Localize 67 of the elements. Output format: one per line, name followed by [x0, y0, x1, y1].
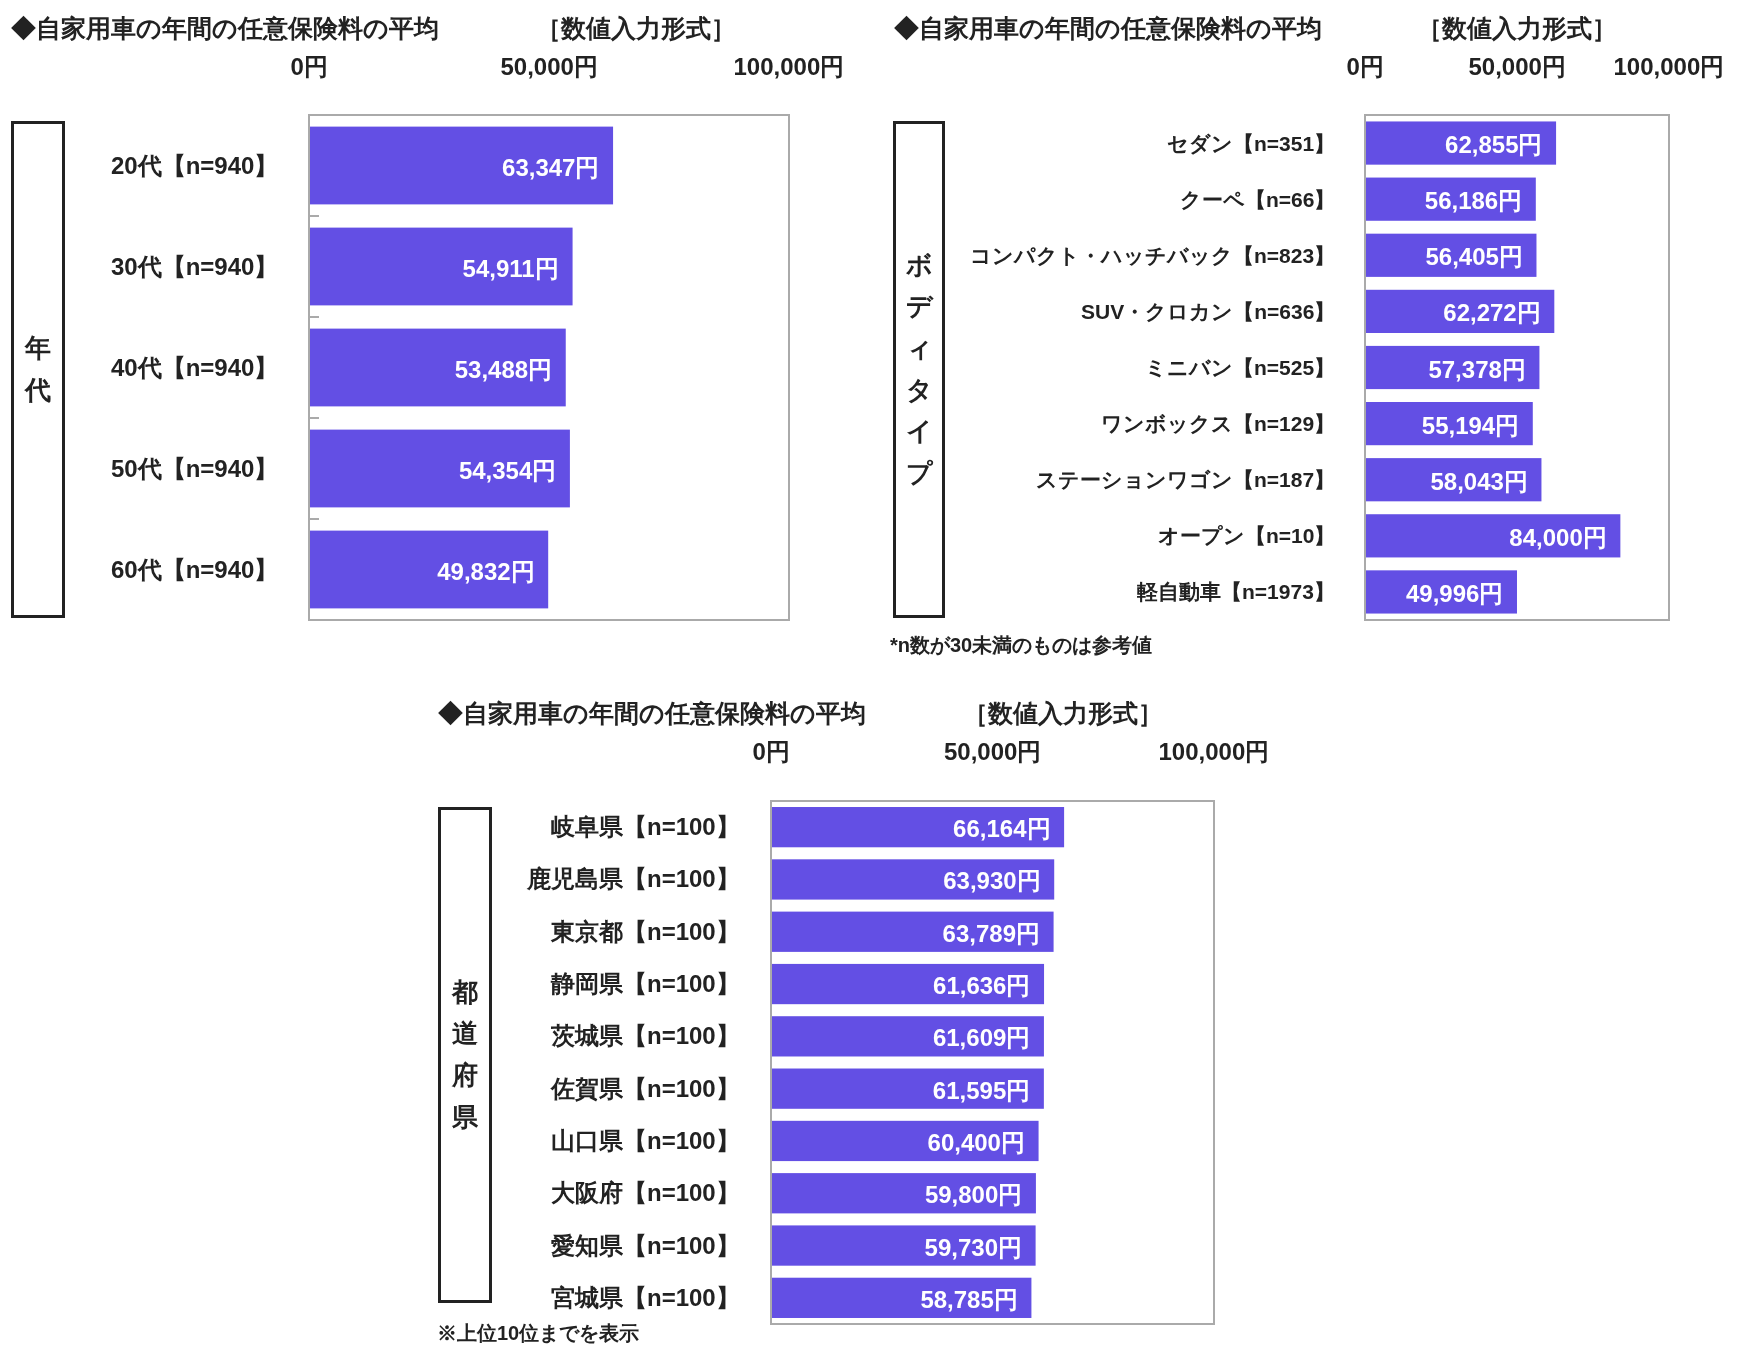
category-box: ボディタイプ — [893, 121, 945, 618]
footnote: ※上位10位までを表示 — [437, 1323, 640, 1343]
tick-label: 0円 — [1346, 55, 1384, 79]
format-note: ［数値入力形式］ — [536, 15, 736, 41]
category-label: 東京都【n=100】 — [551, 919, 740, 944]
category-label: ミニバン【n=525】 — [1145, 357, 1336, 378]
tick-label: 0円 — [752, 740, 790, 764]
value-label: 61,609円 — [932, 1026, 1031, 1051]
category-box: 都道府県 — [438, 807, 492, 1303]
category-label: ステーションワゴン【n=187】 — [1036, 469, 1336, 491]
value-label: 63,930円 — [943, 869, 1041, 894]
tick-label: 50,000円 — [944, 740, 1042, 764]
value-label: 54,911円 — [462, 256, 559, 281]
value-label: 60,400円 — [927, 1130, 1025, 1155]
category-box: 年代 — [11, 121, 65, 618]
format-note: ［数値入力形式］ — [1417, 15, 1617, 41]
tick-label: 0円 — [290, 55, 328, 79]
value-label: 62,855円 — [1445, 133, 1543, 158]
value-label: 58,043円 — [1430, 469, 1528, 494]
value-label: 55,194円 — [1421, 413, 1520, 438]
value-label: 66,164円 — [953, 817, 1051, 842]
category-label: 佐賀県【n=100】 — [551, 1076, 740, 1101]
category-label: 60代【n=940】 — [111, 557, 279, 582]
chart-title: ◆自家用車の年間の任意保険料の平均 — [438, 700, 866, 726]
value-label: 84,000円 — [1509, 525, 1607, 550]
category-label: ワンボックス【n=129】 — [1101, 413, 1336, 435]
tick-label: 100,000円 — [1158, 740, 1270, 764]
value-label: 49,832円 — [437, 559, 535, 584]
tick-label: 100,000円 — [1613, 55, 1725, 79]
value-label: 56,405円 — [1425, 245, 1523, 270]
category-label: 大阪府【n=100】 — [551, 1181, 740, 1206]
category-label: 鹿児島県【n=100】 — [527, 867, 740, 892]
value-label: 49,996円 — [1406, 581, 1504, 606]
value-label: 59,730円 — [924, 1235, 1022, 1260]
category-label: 茨城県【n=100】 — [551, 1024, 740, 1049]
value-label: 59,800円 — [924, 1183, 1023, 1208]
tick-label: 50,000円 — [500, 55, 598, 79]
chart-title: ◆自家用車の年間の任意保険料の平均 — [894, 15, 1322, 41]
category-label: 山口県【n=100】 — [551, 1128, 740, 1153]
tick-label: 100,000円 — [733, 55, 845, 79]
value-label: 61,595円 — [932, 1078, 1031, 1103]
format-note: ［数値入力形式］ — [963, 700, 1163, 726]
value-label: 61,636円 — [933, 974, 1031, 999]
chart-title: ◆自家用車の年間の任意保険料の平均 — [11, 15, 439, 41]
category-label: 宮城県【n=100】 — [551, 1285, 740, 1310]
category-label: SUV・クロカン【n=636】 — [1081, 300, 1336, 322]
category-label: 30代【n=940】 — [111, 254, 279, 279]
value-label: 53,488円 — [454, 357, 553, 382]
value-label: 63,789円 — [942, 921, 1040, 946]
value-label: 56,186円 — [1424, 189, 1523, 214]
category-label: クーペ【n=66】 — [1180, 188, 1336, 210]
category-label: 40代【n=940】 — [111, 355, 279, 380]
category-label: コンパクト・ハッチバック【n=823】 — [970, 244, 1336, 266]
category-label: 50代【n=940】 — [111, 456, 279, 481]
category-label: 岐阜県【n=100】 — [551, 815, 740, 840]
category-label: 20代【n=940】 — [111, 153, 279, 178]
value-label: 63,347円 — [502, 155, 600, 180]
category-label: 静岡県【n=100】 — [551, 972, 740, 997]
value-label: 54,354円 — [458, 458, 557, 483]
category-label: セダン【n=351】 — [1167, 132, 1336, 154]
tick-label: 50,000円 — [1468, 55, 1566, 79]
value-label: 62,272円 — [1443, 301, 1541, 326]
value-label: 58,785円 — [920, 1287, 1018, 1312]
category-label: オープン【n=10】 — [1158, 525, 1336, 547]
category-label: 愛知県【n=100】 — [551, 1233, 740, 1258]
category-label: 軽自動車【n=1973】 — [1137, 581, 1335, 603]
value-label: 57,378円 — [1428, 357, 1526, 382]
